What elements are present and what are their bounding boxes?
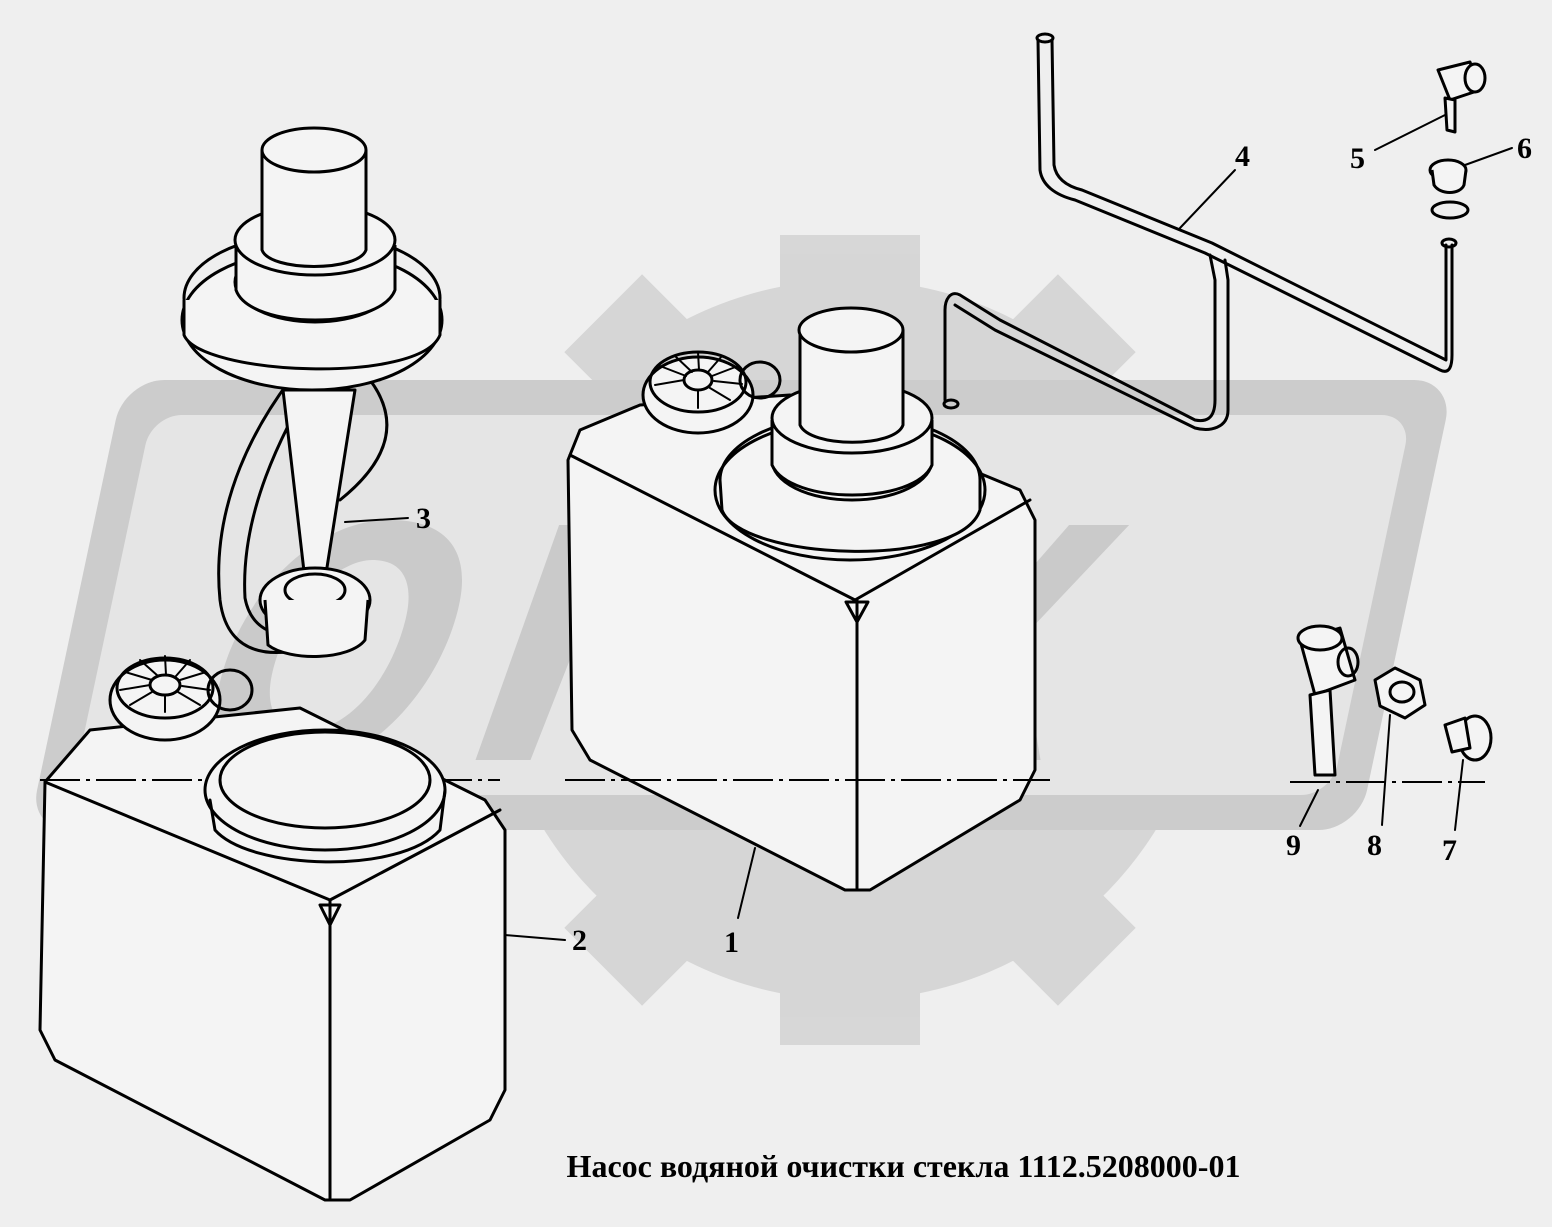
callout-1: 1: [724, 926, 739, 959]
leader-1: [737, 847, 756, 919]
plug-part-7: [1443, 714, 1493, 762]
leader-2: [504, 934, 566, 941]
leader-3: [344, 517, 409, 523]
callout-3: 3: [416, 502, 431, 535]
leader-4: [1179, 169, 1236, 229]
nozzle-part-9: [1296, 624, 1360, 777]
tank-cap-1: [641, 350, 782, 435]
diagram-title: Насос водяной очистки стекла 1112.520800…: [566, 1148, 1241, 1184]
callout-9: 9: [1286, 829, 1301, 862]
tank-assembly-part-1: [565, 306, 1050, 892]
tube-part-4: [942, 32, 1458, 431]
leader-lines: [344, 114, 1513, 941]
callout-8: 8: [1367, 829, 1382, 862]
callout-2: 2: [572, 924, 587, 957]
callout-labels: 1 2 3 4 5 6 7 8 9: [416, 132, 1532, 959]
callout-6: 6: [1517, 132, 1532, 165]
tank-part-2: [38, 655, 507, 1202]
callout-5: 5: [1350, 142, 1365, 175]
leader-6: [1464, 147, 1513, 166]
nut-part-8: [1373, 666, 1427, 720]
leader-9: [1299, 789, 1319, 827]
callout-4: 4: [1235, 140, 1250, 173]
leader-5: [1374, 114, 1446, 151]
leader-8: [1381, 714, 1391, 826]
callout-7: 7: [1442, 834, 1457, 867]
leader-7: [1454, 759, 1464, 831]
pump-part-3: [180, 126, 444, 658]
tank-cap-2: [108, 655, 254, 742]
cap-part-6: [1428, 158, 1470, 220]
nozzle-part-5: [1436, 60, 1487, 134]
